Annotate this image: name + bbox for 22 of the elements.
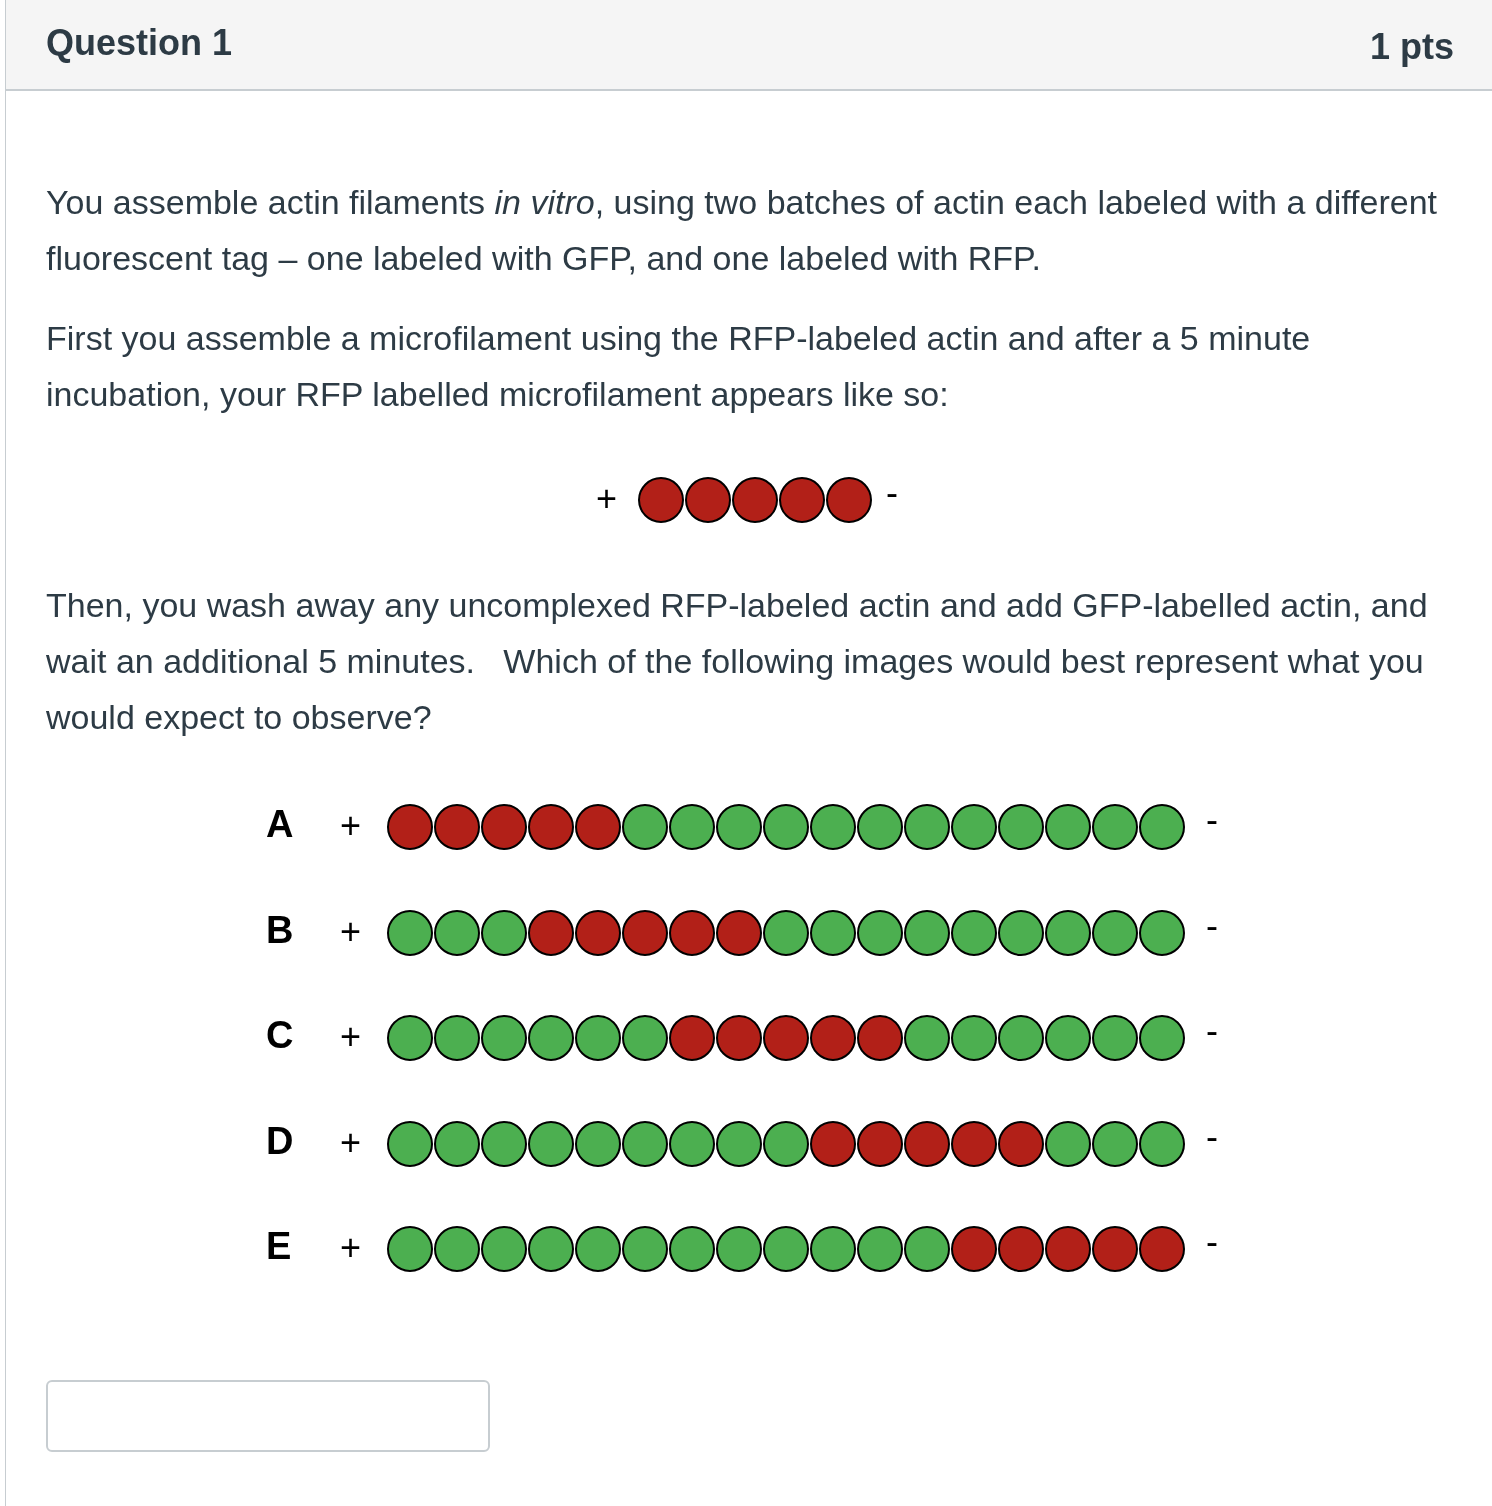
minus-end-label: - bbox=[1206, 1010, 1218, 1052]
plus-end-label: + bbox=[340, 1227, 362, 1269]
question-title: Question 1 bbox=[46, 22, 233, 64]
option-letter: D bbox=[266, 1119, 294, 1163]
minus-end-label: - bbox=[1206, 904, 1218, 947]
question-text: You assemble actin filaments in vitro, using two batches of actin each labeled with a different fluorescent tag – one labeled with GFP, and one labeled with RFP. bbox=[46, 182, 1439, 279]
minus-end-label: - bbox=[1206, 1221, 1218, 1263]
option-letter: E bbox=[266, 1225, 292, 1268]
points-label: 1 pts bbox=[1369, 26, 1454, 68]
option-letter: C bbox=[266, 1014, 294, 1057]
question-text: First you assemble a microfilament using the RFP-labeled actin and after a 5 minute incubation, your RFP labelled microfilament appears like so: bbox=[46, 318, 1312, 415]
option-letter: A bbox=[266, 803, 294, 846]
minus-end-label: - bbox=[886, 472, 898, 514]
plus-end-label: + bbox=[596, 478, 618, 520]
option-letter: B bbox=[266, 908, 294, 952]
plus-end-label: + bbox=[340, 805, 362, 847]
plus-end-label: + bbox=[340, 910, 362, 953]
plus-end-label: + bbox=[340, 1016, 362, 1058]
minus-end-label: - bbox=[1206, 1115, 1218, 1158]
question-text: Then, you wash away any uncomplexed RFP-labeled actin and add GFP-labelled actin, and wait an additional 5 minutes. Which of the following images would best represent what you would expect to observe? bbox=[46, 585, 1429, 738]
plus-end-label: + bbox=[340, 1121, 362, 1164]
minus-end-label: - bbox=[1206, 799, 1218, 841]
